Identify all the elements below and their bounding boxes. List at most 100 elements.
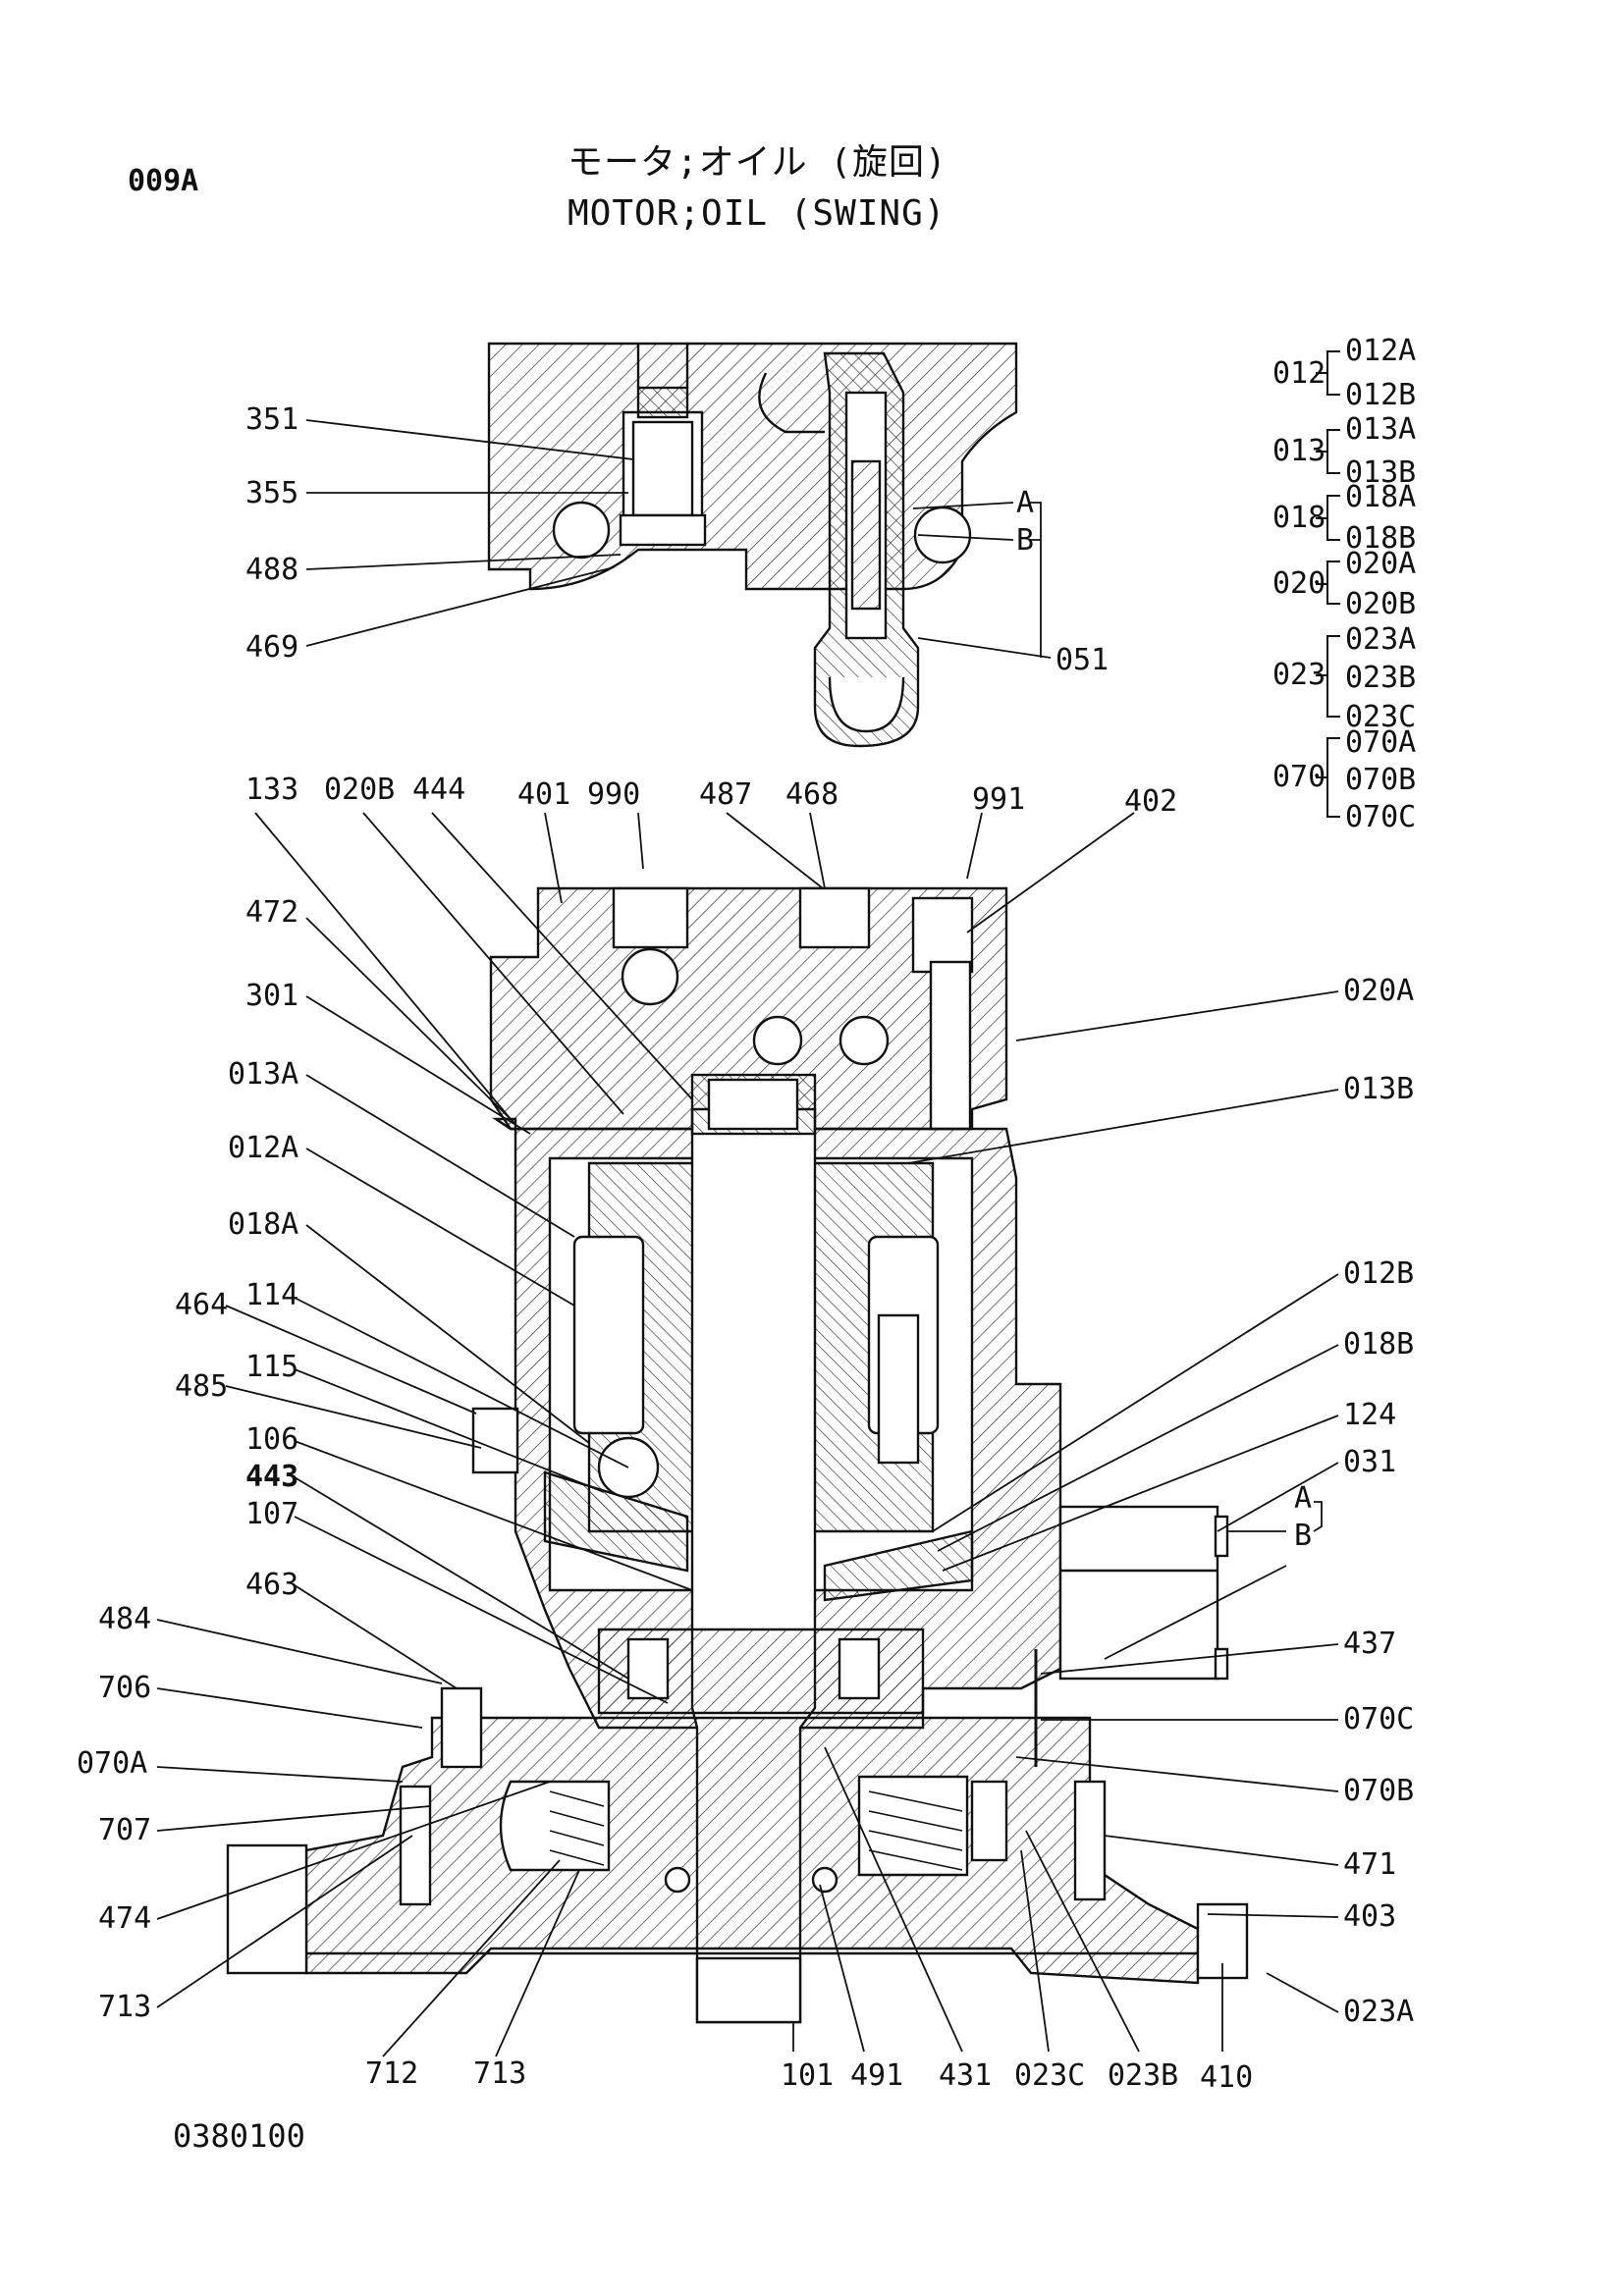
callout-351: 351: [245, 402, 299, 437]
group-child-070A: 070A: [1345, 725, 1417, 760]
callout-012B: 012B: [1343, 1256, 1415, 1291]
leader-lines: [156, 419, 1339, 2057]
piston-right-bore: [877, 1313, 920, 1465]
callout-443: 443: [245, 1460, 299, 1494]
callout-114: 114: [245, 1278, 299, 1312]
callout-020A: 020A: [1343, 974, 1415, 1008]
callout-488: 488: [245, 553, 299, 587]
group-child-020B: 020B: [1345, 587, 1417, 621]
group-child-013A: 013A: [1345, 412, 1417, 447]
callout-431: 431: [939, 2058, 993, 2093]
callout-410: 410: [1200, 2060, 1254, 2095]
group-brackets: [1316, 350, 1340, 818]
callout-484: 484: [98, 1602, 152, 1636]
top-plug-left: [612, 886, 689, 949]
valve-passage: [758, 372, 825, 434]
check-valve-cap: [636, 386, 689, 419]
callout-712: 712: [365, 2056, 419, 2091]
callout-468: 468: [785, 777, 839, 812]
callout-B-upper: B: [1016, 523, 1035, 558]
group-parent-013: 013: [1272, 434, 1326, 468]
callout-402: 402: [1124, 784, 1178, 819]
callout-133: 133: [245, 773, 299, 807]
swash-plate-right: [823, 1529, 974, 1602]
swash-plate-left: [543, 1470, 689, 1573]
group-child-012A: 012A: [1345, 334, 1417, 368]
callout-B-lower: B: [1294, 1519, 1313, 1553]
callout-707: 707: [98, 1813, 152, 1847]
callout-107: 107: [245, 1497, 299, 1531]
group-parent-012: 012: [1272, 356, 1326, 391]
callout-023B: 023B: [1108, 2058, 1179, 2093]
callout-051: 051: [1055, 643, 1109, 677]
group-parent-023: 023: [1272, 658, 1326, 692]
callout-070B: 070B: [1343, 1774, 1415, 1808]
title-japanese: モータ;オイル (旋回): [568, 142, 947, 183]
top-plug-center: [798, 886, 871, 949]
callout-124: 124: [1343, 1398, 1397, 1432]
cover-port-1: [621, 947, 679, 1006]
callout-471: 471: [1343, 1847, 1397, 1882]
callout-437: 437: [1343, 1627, 1397, 1661]
group-child-020A: 020A: [1345, 547, 1417, 581]
page-code: 009A: [128, 164, 199, 198]
group-child-070B: 070B: [1345, 763, 1417, 797]
pin-right: [970, 1780, 1008, 1862]
relief-valve-spring: [850, 459, 882, 611]
callout-106: 106: [245, 1422, 299, 1457]
callout-070A: 070A: [77, 1746, 148, 1781]
callout-403: 403: [1343, 1899, 1397, 1934]
callout-023A: 023A: [1343, 1995, 1415, 2029]
callout-474: 474: [98, 1901, 152, 1936]
group-parent-018: 018: [1272, 501, 1326, 535]
top-plug-right: [911, 896, 974, 974]
callout-713-bottom: 713: [473, 2056, 527, 2091]
planet-gear-right: [857, 1775, 969, 1877]
roller-bearing-left: [626, 1637, 670, 1700]
callout-070C: 070C: [1343, 1702, 1415, 1736]
callout-A-upper: A: [1016, 486, 1035, 520]
callout-990: 990: [587, 777, 641, 812]
callout-012A: 012A: [228, 1131, 299, 1165]
planet-gear-left: [499, 1780, 611, 1872]
bolt-left: [399, 1785, 432, 1906]
callout-020B: 020B: [324, 773, 396, 807]
group-child-018A: 018A: [1345, 480, 1417, 514]
check-valve-seat: [619, 513, 707, 547]
cover-port-3: [839, 1015, 890, 1066]
callout-301: 301: [245, 979, 299, 1013]
callout-A-lower: A: [1294, 1481, 1313, 1516]
group-child-013B: 013B: [1345, 455, 1417, 490]
callout-023C: 023C: [1014, 2058, 1086, 2093]
callout-463: 463: [245, 1568, 299, 1602]
group-child-023A: 023A: [1345, 622, 1417, 657]
callout-485: 485: [175, 1369, 229, 1404]
flange-plate: [304, 1716, 1200, 1985]
check-valve-plug: [631, 420, 694, 517]
callout-706: 706: [98, 1671, 152, 1705]
cover-passage: [929, 960, 972, 1131]
callout-031: 031: [1343, 1445, 1397, 1479]
bolt-right: [1073, 1780, 1107, 1901]
callout-013A: 013A: [228, 1057, 299, 1092]
callout-464: 464: [175, 1288, 229, 1322]
callout-355: 355: [245, 476, 299, 510]
group-parent-020: 020: [1272, 566, 1326, 601]
callout-444: 444: [412, 773, 466, 807]
callout-469: 469: [245, 630, 299, 665]
callout-713-left: 713: [98, 1990, 152, 2024]
drawing-number: 0380100: [173, 2117, 305, 2155]
group-parent-070: 070: [1272, 760, 1326, 794]
callout-018B: 018B: [1343, 1327, 1415, 1362]
callout-401: 401: [517, 777, 571, 812]
callout-018A: 018A: [228, 1207, 299, 1242]
group-child-018B: 018B: [1345, 521, 1417, 556]
housing-bolt: [440, 1686, 483, 1769]
callout-491: 491: [850, 2058, 904, 2093]
callout-991: 991: [972, 782, 1026, 817]
shaft-spline-top: [707, 1078, 799, 1131]
valve-block-port-left: [552, 501, 611, 560]
callout-487: 487: [699, 777, 753, 812]
callout-472: 472: [245, 895, 299, 930]
